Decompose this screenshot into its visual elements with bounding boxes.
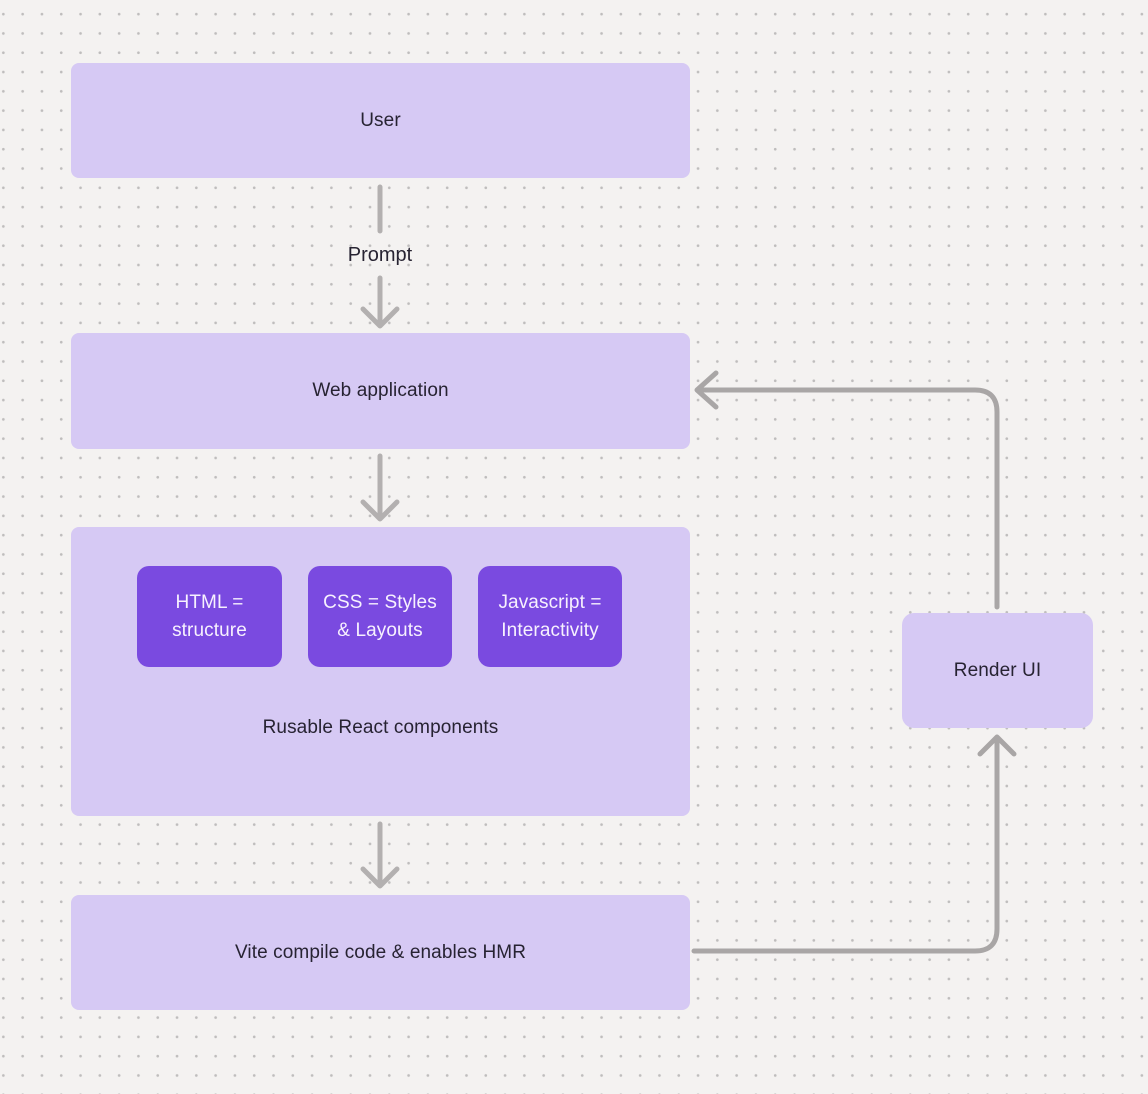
arrowhead-down-icon bbox=[360, 866, 400, 889]
connector-vite-to-renderui[interactable] bbox=[691, 734, 1017, 954]
components-group-caption: Rusable React components bbox=[262, 717, 499, 738]
node-web-application-label: Web application bbox=[312, 380, 449, 401]
node-user[interactable]: User bbox=[71, 63, 690, 178]
connector-line bbox=[697, 387, 1000, 610]
node-css-styles-label: CSS = Styles & Layouts bbox=[323, 591, 437, 641]
arrowhead-down-icon bbox=[360, 306, 400, 329]
connector-renderui-to-webapp[interactable] bbox=[694, 370, 1000, 610]
edge-label-prompt: Prompt bbox=[347, 244, 413, 266]
node-html-structure[interactable]: HTML = structure bbox=[137, 566, 282, 667]
arrowhead-left-icon bbox=[694, 370, 719, 410]
node-css-styles[interactable]: CSS = Styles & Layouts bbox=[308, 566, 452, 667]
node-components-group[interactable]: HTML = structure CSS = Styles & Layouts … bbox=[71, 527, 690, 816]
node-javascript-interactivity-label: Javascript = Interactivity bbox=[498, 591, 602, 641]
node-render-ui[interactable]: Render UI bbox=[902, 613, 1093, 728]
node-html-structure-label: HTML = structure bbox=[172, 591, 247, 641]
node-javascript-interactivity[interactable]: Javascript = Interactivity bbox=[478, 566, 622, 667]
node-web-application[interactable]: Web application bbox=[71, 333, 690, 449]
connector-line bbox=[691, 739, 1000, 954]
node-vite-label: Vite compile code & enables HMR bbox=[234, 941, 527, 963]
arrowhead-down-icon bbox=[360, 499, 400, 522]
arrow-webapp-to-components[interactable] bbox=[360, 453, 400, 522]
node-user-label: User bbox=[360, 109, 401, 131]
node-render-ui-label: Render UI bbox=[953, 659, 1042, 681]
node-vite[interactable]: Vite compile code & enables HMR bbox=[71, 895, 690, 1010]
arrowhead-up-icon bbox=[977, 734, 1017, 757]
arrow-components-to-vite[interactable] bbox=[360, 821, 400, 889]
